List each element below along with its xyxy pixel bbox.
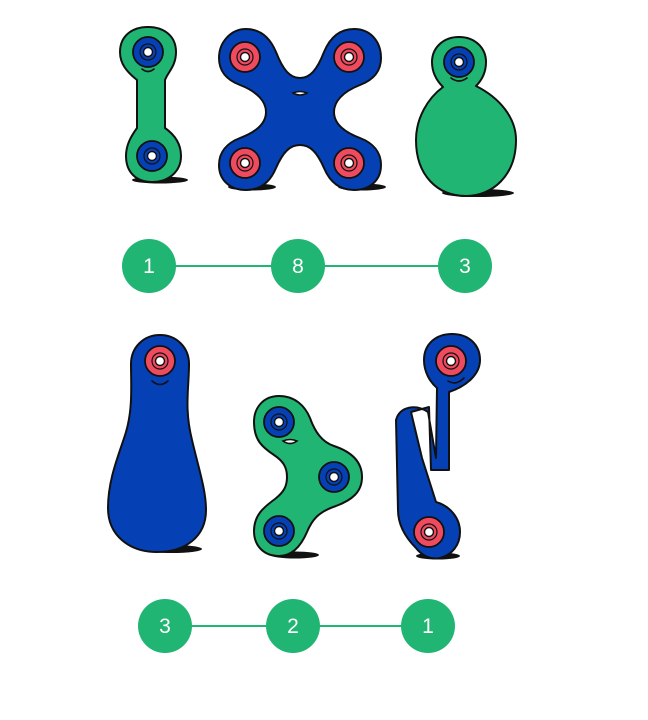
joint-icon: [318, 461, 350, 493]
node-circle: [122, 239, 176, 293]
count-node-1-3: 3: [438, 239, 492, 293]
node-circle: [401, 599, 455, 653]
row-1-timeline: 1 8 3: [122, 239, 492, 293]
node-circle: [271, 239, 325, 293]
blue-bowling-pin-creature-icon: [107, 334, 207, 553]
node-label: 3: [459, 255, 471, 278]
green-dumbbell-creature-icon: [119, 26, 188, 184]
node-circle: [266, 599, 320, 653]
joint-icon: [333, 147, 365, 179]
row-1-shapes: [119, 26, 517, 197]
node-label: 2: [287, 615, 299, 638]
blue-folded-ribbon-creature-icon: [395, 333, 481, 560]
joint-icon: [413, 516, 445, 548]
row-2-timeline: 3 2 1: [138, 599, 455, 653]
count-node-2-1: 3: [138, 599, 192, 653]
node-label: 1: [422, 615, 434, 638]
count-node-1-1: 1: [122, 239, 176, 293]
joint-icon: [229, 41, 261, 73]
row-2-shapes: [107, 333, 481, 560]
count-node-1-2: 8: [271, 239, 325, 293]
joint-icon: [333, 41, 365, 73]
joint-icon: [263, 406, 295, 438]
joint-icon: [435, 345, 467, 377]
joint-icon: [443, 46, 475, 78]
count-node-2-2: 2: [266, 599, 320, 653]
joint-icon: [136, 140, 168, 172]
joint-icon: [263, 515, 295, 547]
blue-cross-creature-icon: [218, 28, 386, 191]
joint-icon: [144, 345, 176, 377]
node-label: 8: [292, 255, 304, 278]
green-pear-creature-icon: [415, 36, 517, 197]
count-node-2-3: 1: [401, 599, 455, 653]
joint-icon: [132, 36, 164, 68]
node-circle: [138, 599, 192, 653]
green-curved-three-joint-creature-icon: [253, 395, 363, 559]
node-circle: [438, 239, 492, 293]
node-label: 1: [143, 255, 155, 278]
node-label: 3: [159, 615, 171, 638]
joint-icon: [229, 147, 261, 179]
